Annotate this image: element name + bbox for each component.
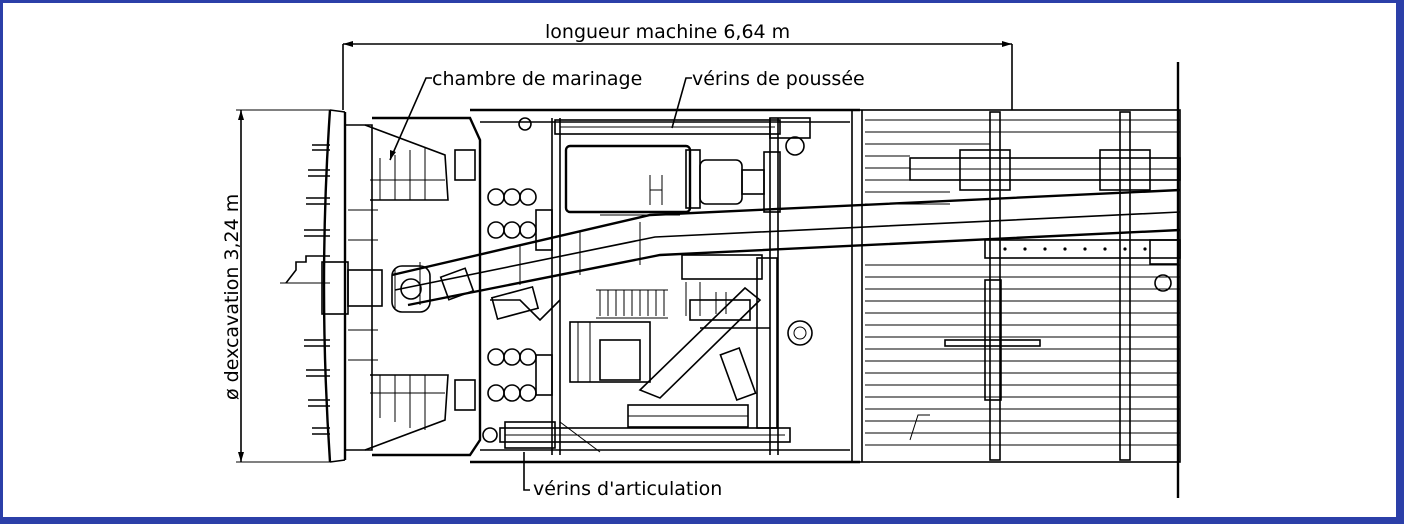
articulation-jacks [482, 421, 791, 453]
backup-gantry [851, 62, 1181, 498]
excavation-diameter-dimension: ø dexcavation 3,24 m [221, 109, 330, 463]
tool-rack [569, 282, 727, 383]
cutting-head [280, 109, 383, 463]
valve-cluster [487, 188, 561, 402]
erector-frame [627, 254, 813, 429]
drive-motor [564, 144, 781, 216]
machine-length-label: longueur machine 6,64 m [545, 21, 790, 43]
annotation-leaders: chambre de marinage vérins de poussée vé… [389, 68, 865, 500]
excavation-diameter-label: ø dexcavation 3,24 m [221, 194, 243, 400]
machine-length-dimension: longueur machine 6,64 m [342, 21, 1013, 110]
thrust-jacks-label: vérins de poussée [692, 68, 865, 90]
mucking-chamber-label: chambre de marinage [432, 68, 642, 90]
shield-body [470, 108, 860, 464]
articulation-jacks-label: vérins d'articulation [533, 478, 722, 500]
thrust-jacks [518, 117, 811, 156]
screw-conveyor [391, 188, 1181, 313]
